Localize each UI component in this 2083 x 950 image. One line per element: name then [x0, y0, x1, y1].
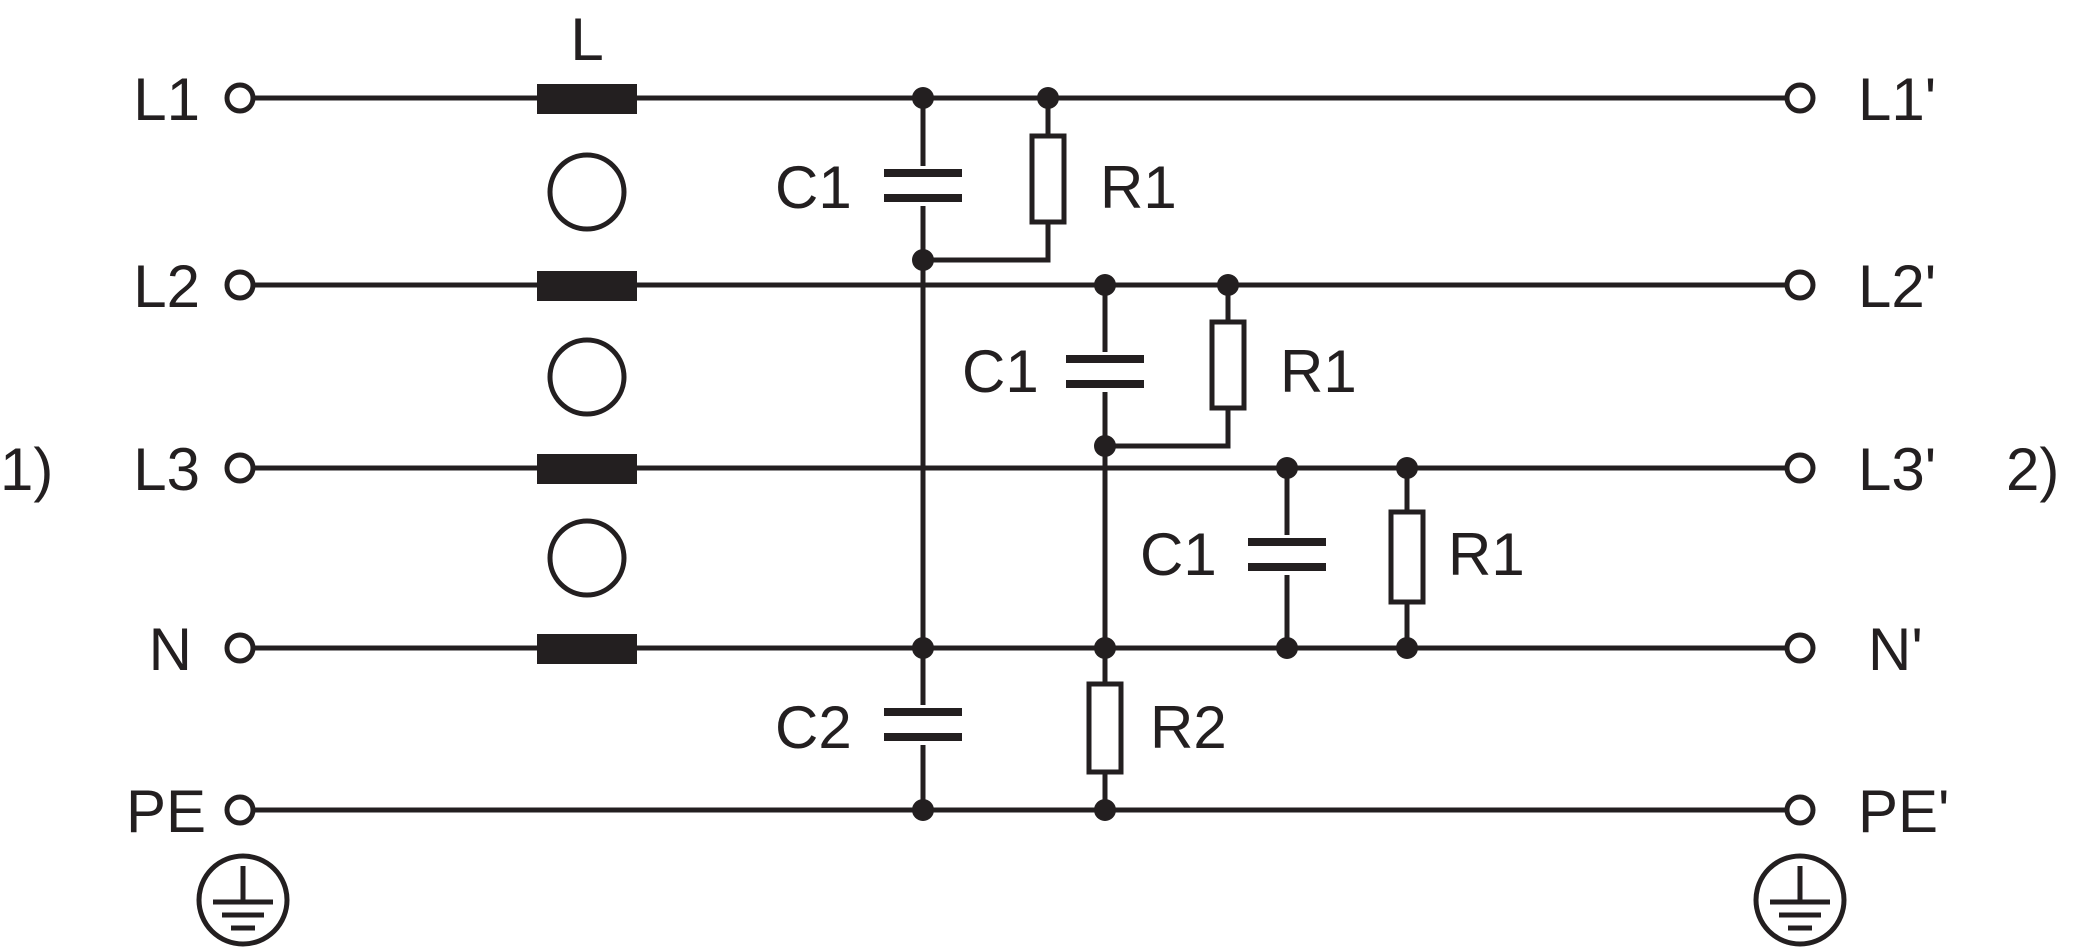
label-c2: C2 — [775, 694, 852, 761]
choke-coupling-ring — [547, 337, 627, 417]
choke-inductor: L — [537, 6, 637, 664]
choke-coupling-ring — [547, 152, 627, 232]
junction-node — [912, 87, 934, 109]
label-r1: R1 — [1448, 521, 1525, 588]
capacitor-c1 — [1062, 352, 1148, 392]
junction-node — [1037, 87, 1059, 109]
label-c1: C1 — [775, 154, 852, 221]
label-input-l1: L1 — [133, 66, 200, 133]
label-output-l1: L1' — [1858, 66, 1936, 133]
resistor-r1 — [1209, 319, 1247, 411]
label-output-pe: PE' — [1858, 778, 1950, 845]
junction-node — [1094, 799, 1116, 821]
terminal-pe-out — [1784, 794, 1816, 826]
main-lines — [240, 95, 1800, 813]
label-output-l3: L3' — [1858, 436, 1936, 503]
junction-node — [912, 637, 934, 659]
label-output-l2: L2' — [1858, 253, 1936, 320]
terminal-l2-out — [1784, 269, 1816, 301]
junction-node — [1276, 637, 1298, 659]
resistor-r2 — [1086, 681, 1124, 775]
junction-node — [1094, 435, 1116, 457]
junction-node — [1094, 274, 1116, 296]
label-r2: R2 — [1150, 694, 1227, 761]
label-c1: C1 — [1140, 521, 1217, 588]
stage-l2-l3: C1 R1 — [962, 274, 1357, 810]
protective-earth-icon — [1753, 853, 1847, 947]
stage-n-pe: C2 R2 — [775, 637, 1227, 821]
terminal-l1-out — [1784, 82, 1816, 114]
junction-node — [1094, 637, 1116, 659]
choke-core-l1 — [537, 84, 637, 114]
terminal-pe-in — [224, 794, 256, 826]
choke-core-l2 — [537, 271, 637, 301]
junction-node — [1396, 637, 1418, 659]
output-terminals: L1' L2' L3' N' PE' — [1784, 66, 1950, 845]
terminal-n-in — [224, 632, 256, 664]
junction-node — [912, 799, 934, 821]
terminal-l3-in — [224, 452, 256, 484]
junction-node — [912, 249, 934, 271]
capacitor-c1 — [880, 166, 966, 206]
label-input-n: N — [149, 616, 192, 683]
resistor-r1 — [1388, 509, 1426, 605]
junction-node — [1276, 457, 1298, 479]
input-terminals: L1 L2 L3 N PE — [126, 66, 256, 845]
stage-l1-l2: C1 R1 — [775, 87, 1177, 810]
r1-lead-return — [1105, 408, 1231, 449]
input-side-label: 1) — [0, 436, 53, 503]
terminal-l1-in — [224, 82, 256, 114]
choke-core-l3 — [537, 454, 637, 484]
label-input-pe: PE — [126, 778, 206, 845]
terminal-l2-in — [224, 269, 256, 301]
label-r1: R1 — [1100, 154, 1177, 221]
label-r1: R1 — [1280, 338, 1357, 405]
protective-earth-icon — [196, 853, 290, 947]
junction-node — [1217, 274, 1239, 296]
inductor-label: L — [570, 6, 603, 73]
capacitor-c2 — [880, 705, 966, 745]
stage-l3-n: C1 R1 — [1140, 457, 1525, 659]
capacitor-c1 — [1244, 535, 1330, 575]
label-input-l3: L3 — [133, 436, 200, 503]
terminal-l3-out — [1784, 452, 1816, 484]
choke-coupling-ring — [547, 518, 627, 598]
r1-lead-return — [923, 222, 1051, 263]
junction-node — [1396, 457, 1418, 479]
output-side-label: 2) — [2006, 436, 2059, 503]
label-c1: C1 — [962, 338, 1039, 405]
choke-core-n — [537, 634, 637, 664]
label-input-l2: L2 — [133, 253, 200, 320]
label-output-n: N' — [1868, 616, 1923, 683]
terminal-n-out — [1784, 632, 1816, 664]
resistor-r1 — [1029, 133, 1067, 225]
